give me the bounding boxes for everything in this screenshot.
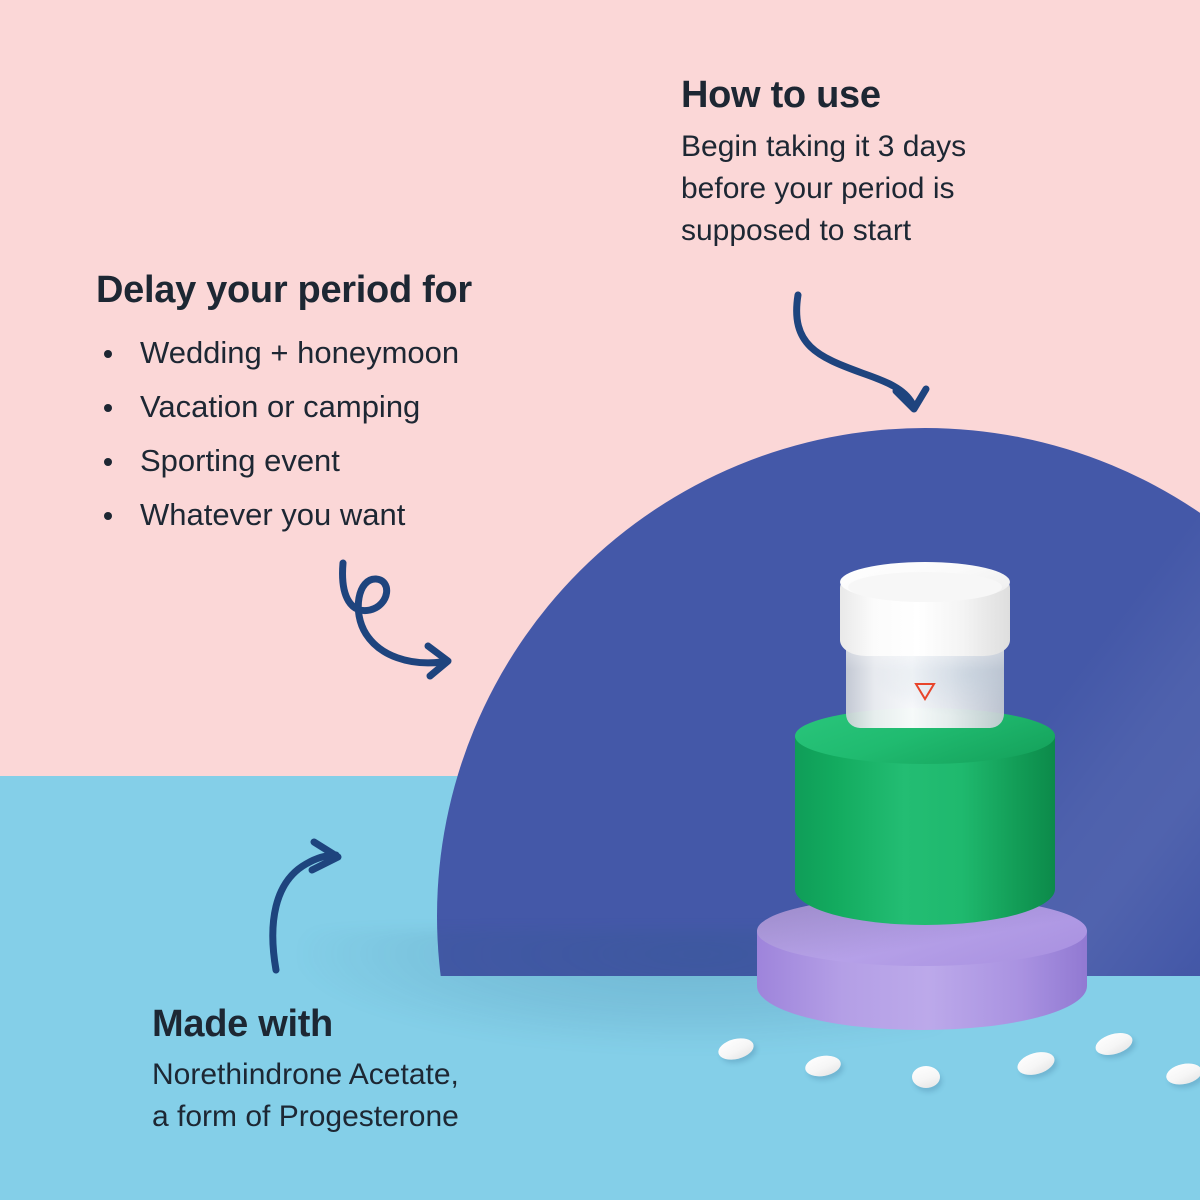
arrow-s-curve-down-icon <box>793 291 930 413</box>
delay-period-block: Delay your period for Wedding + honeymoo… <box>96 266 616 542</box>
made-with-line-2: a form of Progesterone <box>152 1100 459 1133</box>
arrow-loop-right-icon <box>339 559 452 680</box>
delay-period-heading: Delay your period for <box>96 269 472 311</box>
triangle-down-icon <box>914 683 936 701</box>
green-cylinder-body <box>795 735 1055 925</box>
made-with-heading: Made with <box>152 1003 333 1045</box>
how-to-use-line-1: Begin taking it 3 days <box>681 130 967 163</box>
how-to-use-line-3: supposed to start <box>681 214 912 247</box>
pill <box>803 1053 843 1079</box>
arrow-curve-up-right-icon <box>269 838 342 974</box>
pill <box>716 1034 756 1064</box>
made-with-line-1: Norethindrone Acetate, <box>152 1058 459 1091</box>
pill <box>1164 1060 1200 1088</box>
list-item: Sporting event <box>96 434 616 488</box>
list-item: Vacation or camping <box>96 380 616 434</box>
list-item: Wedding + honeymoon <box>96 326 616 380</box>
how-to-use-heading: How to use <box>681 74 881 116</box>
how-to-use-line-2: before your period is <box>681 172 955 205</box>
pill <box>1014 1048 1058 1079</box>
delay-period-list: Wedding + honeymoon Vacation or camping … <box>96 326 616 542</box>
pill <box>912 1066 940 1088</box>
how-to-use-block: How to use Begin taking it 3 days before… <box>681 72 1081 252</box>
list-item: Whatever you want <box>96 488 616 542</box>
pill <box>1092 1029 1136 1059</box>
made-with-block: Made with Norethindrone Acetate, a form … <box>152 1000 622 1138</box>
product-jar-lid-rim <box>848 572 1002 602</box>
